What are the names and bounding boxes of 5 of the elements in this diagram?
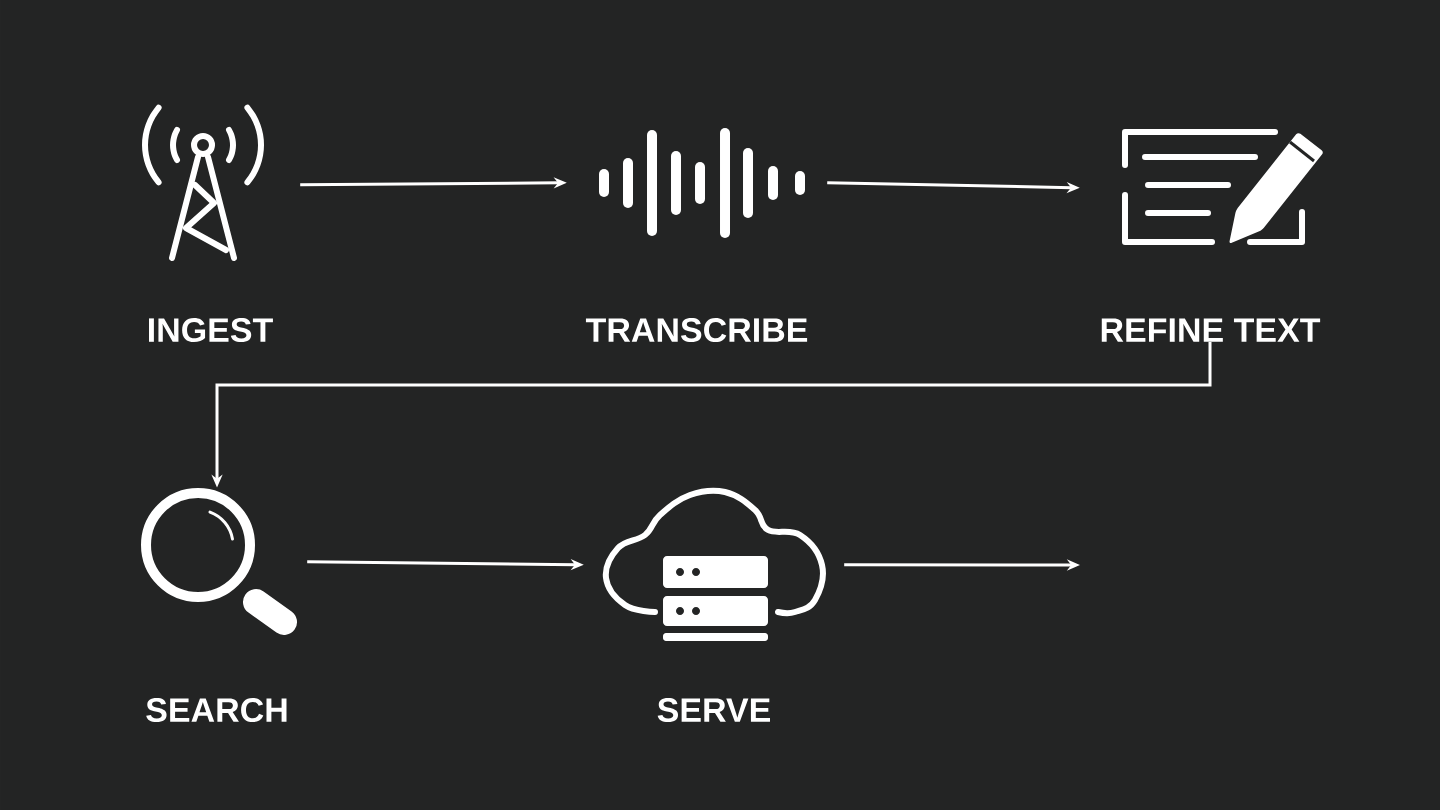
step-label: SERVE [657,698,770,723]
step-label: TRANSCRIBE [585,318,808,343]
step-label: INGEST [149,318,273,343]
step-label: SEARCH [146,698,287,723]
step-label: REFINE TEXT [1101,318,1321,342]
